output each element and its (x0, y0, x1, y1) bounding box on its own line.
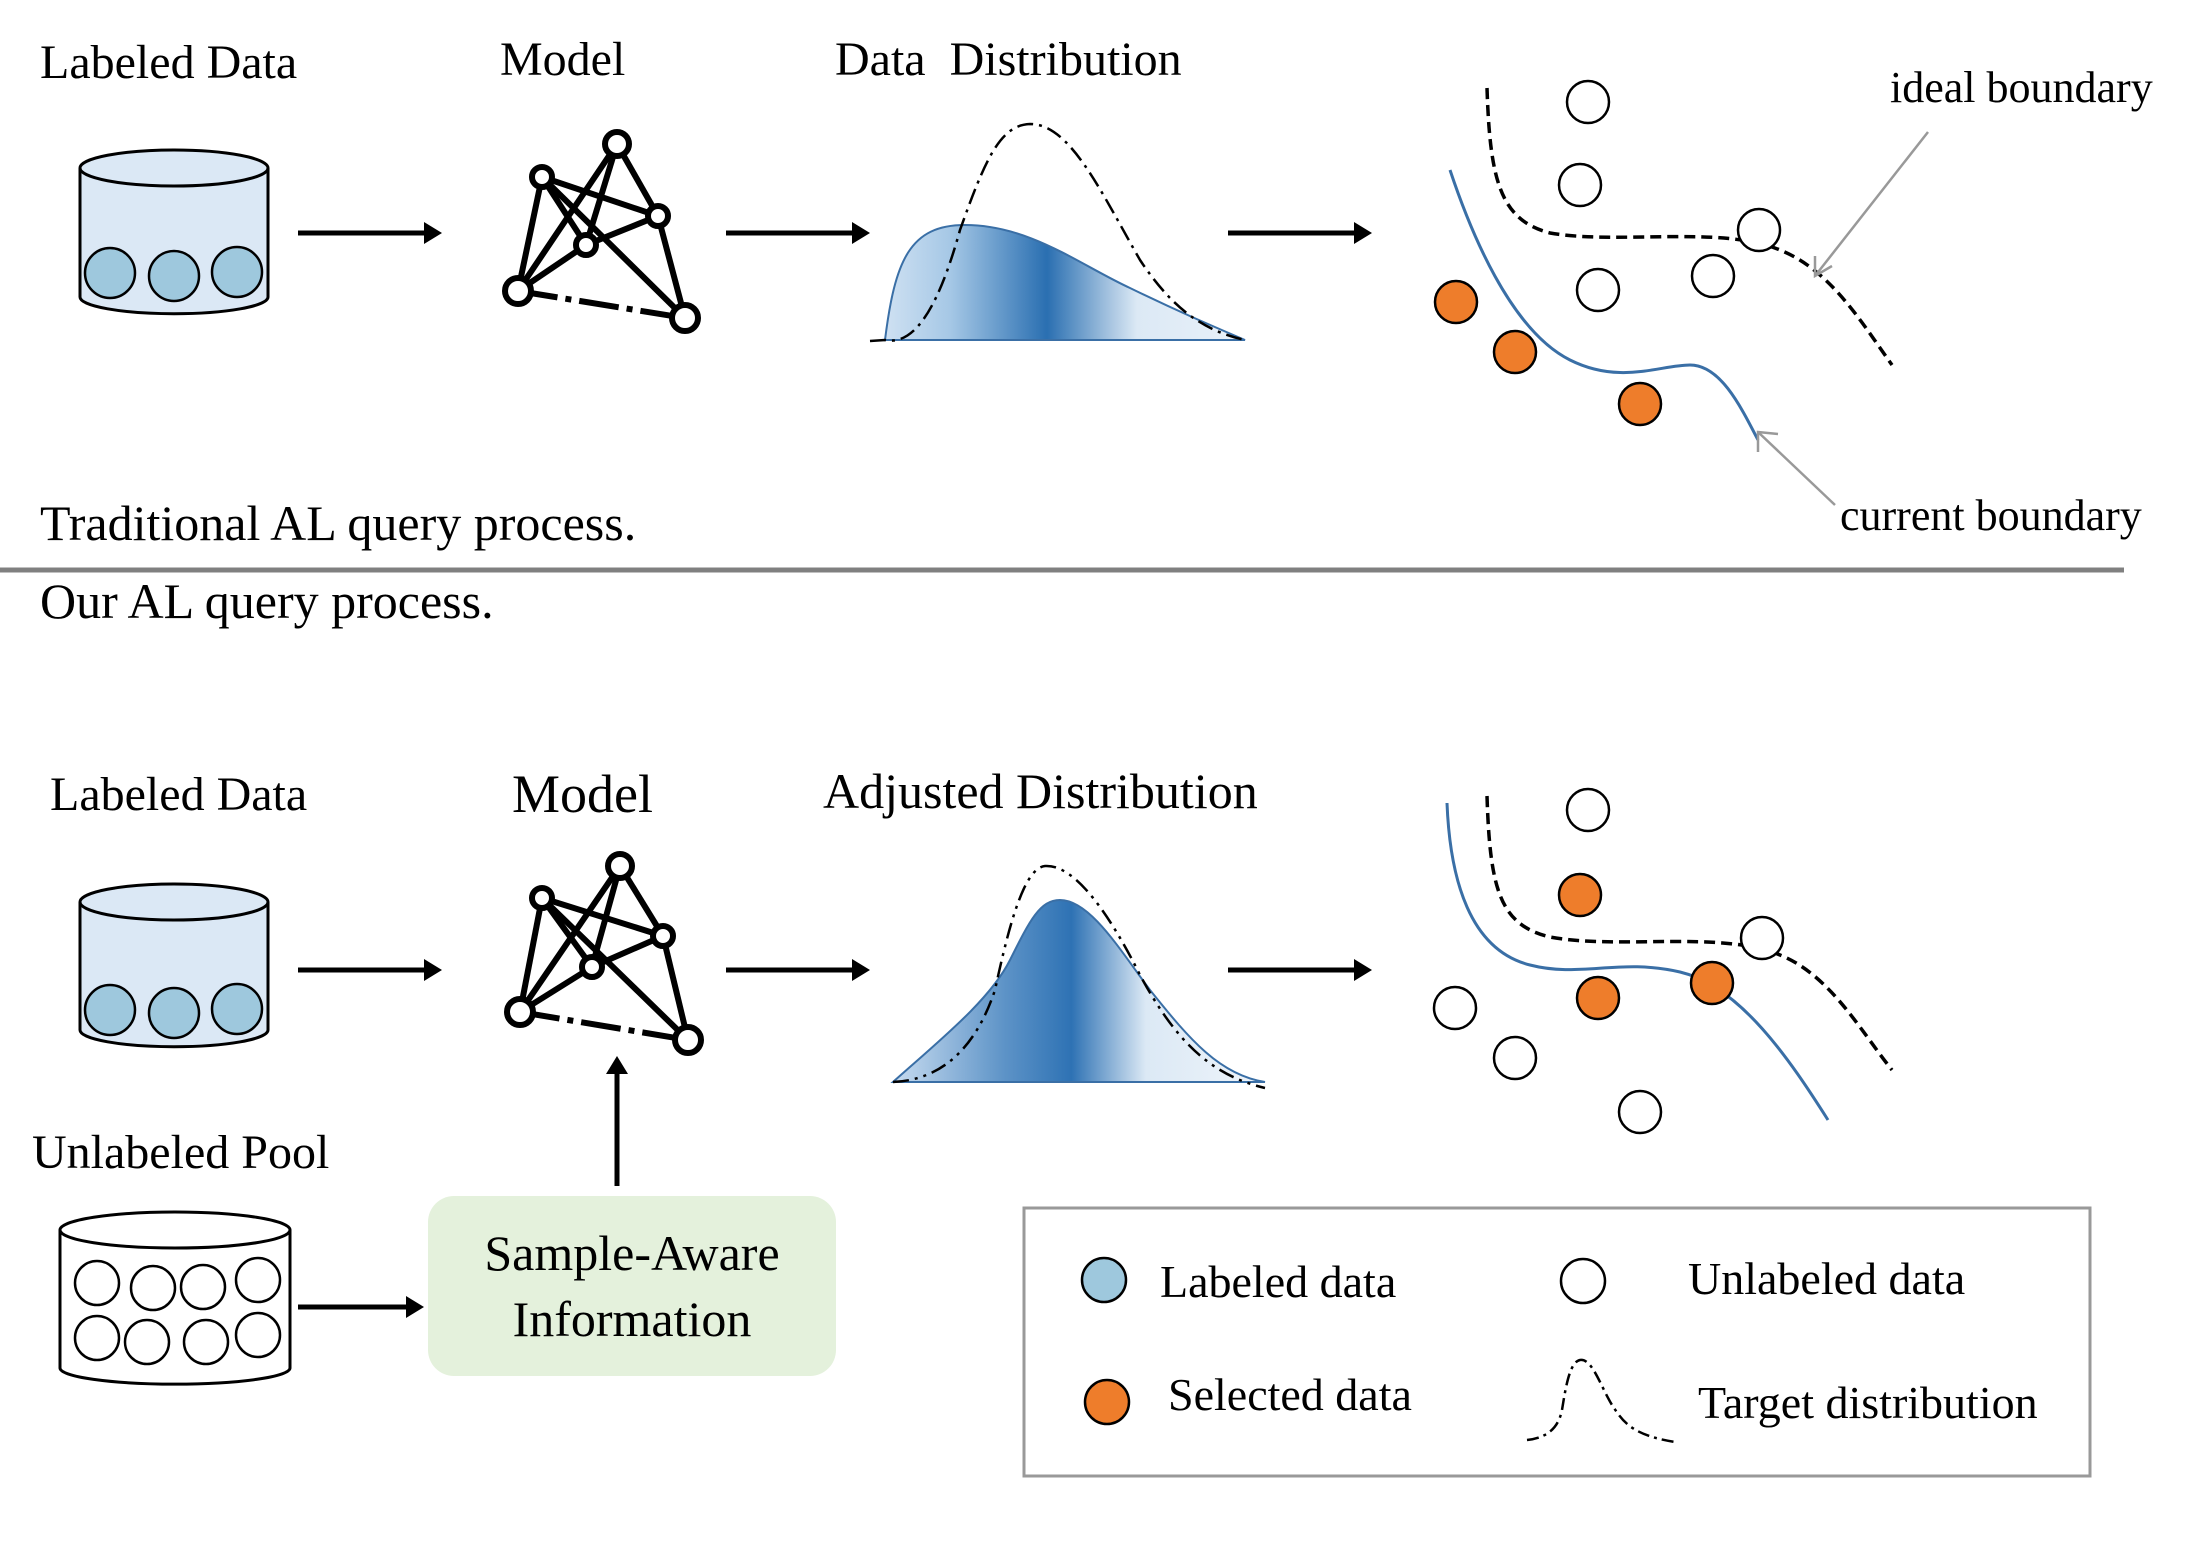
top-panel: Labeled Data Model Data Distribution (40, 33, 2153, 551)
bottom-current-boundary (1445, 802, 1830, 1121)
top-model-network-icon (502, 129, 701, 334)
top-labeled-data-label: Labeled Data (40, 36, 297, 89)
top-decision-boundary-plot (1433, 79, 1894, 441)
bottom-distribution-label: Adjusted Distribution (823, 763, 1258, 819)
sample-aware-info-box (428, 1196, 836, 1376)
top-caption: Traditional AL query process. (40, 495, 636, 551)
legend-labeled-swatch (1080, 1256, 1128, 1304)
current-boundary-label: current boundary (1840, 491, 2142, 540)
unlabeled-pool-label: Unlabeled Pool (32, 1126, 329, 1179)
legend-target-swatch (1526, 1358, 1676, 1444)
top-labeled-data-cylinder-icon (78, 148, 270, 316)
top-ideal-boundary (1485, 87, 1894, 367)
legend-selected-label: Selected data (1168, 1369, 1412, 1420)
bottom-model-label: Model (512, 764, 653, 824)
ideal-boundary-pointer (1814, 131, 1929, 277)
legend-unlabeled-swatch (1559, 1257, 1607, 1305)
sample-aware-line1: Sample-Aware (484, 1225, 779, 1281)
bottom-labeled-data-label: Labeled Data (50, 768, 307, 821)
legend-labeled-label: Labeled data (1160, 1256, 1396, 1307)
bottom-adjusted-distribution-curve (890, 864, 1266, 1090)
bottom-decision-boundary-plot (1432, 787, 1894, 1135)
legend-unlabeled-label: Unlabeled data (1688, 1253, 1965, 1304)
unlabeled-pool-cylinder-icon (58, 1210, 292, 1386)
bottom-labeled-data-cylinder-icon (78, 882, 270, 1049)
legend-box (1022, 1206, 2092, 1478)
top-distribution-label: Data Distribution (835, 33, 1182, 86)
legend-selected-swatch (1083, 1378, 1131, 1426)
top-model-label: Model (500, 33, 625, 86)
top-data-distribution-curve (869, 122, 1246, 343)
top-current-boundary (1448, 169, 1760, 441)
bottom-caption: Our AL query process. (40, 573, 494, 629)
sample-aware-line2: Information (513, 1291, 752, 1347)
bottom-panel: Our AL query process. Labeled Data Model… (32, 573, 2092, 1478)
ideal-boundary-label: ideal boundary (1890, 63, 2153, 112)
current-boundary-pointer (1757, 431, 1836, 506)
legend-target-label: Target distribution (1698, 1377, 2038, 1428)
bottom-model-network-icon (504, 851, 704, 1056)
legend: Labeled data Unlabeled data Selected dat… (1022, 1206, 2092, 1478)
bottom-ideal-boundary (1485, 795, 1894, 1072)
